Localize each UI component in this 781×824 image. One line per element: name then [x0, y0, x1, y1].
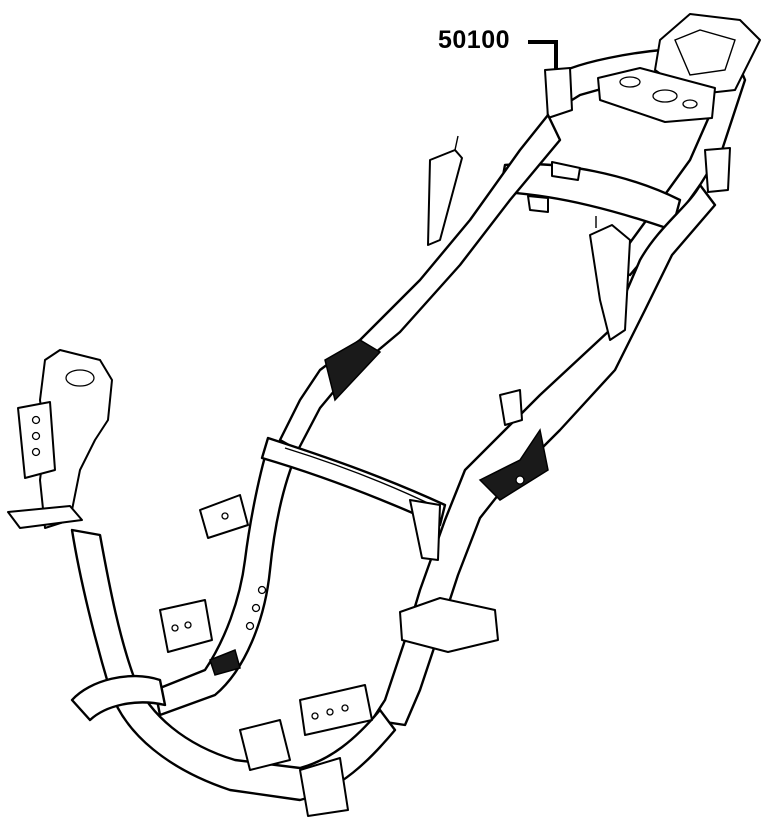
callout-leader-line [528, 40, 558, 74]
left-side-rail [70, 438, 397, 802]
part-number-label: 50100 [438, 26, 511, 54]
rear-frame-section [544, 13, 761, 277]
floor-crossmember [260, 436, 447, 561]
mounting-brackets [159, 135, 631, 817]
headstock [7, 349, 113, 529]
rail-holes [171, 475, 525, 720]
gussets-dark [209, 339, 549, 676]
